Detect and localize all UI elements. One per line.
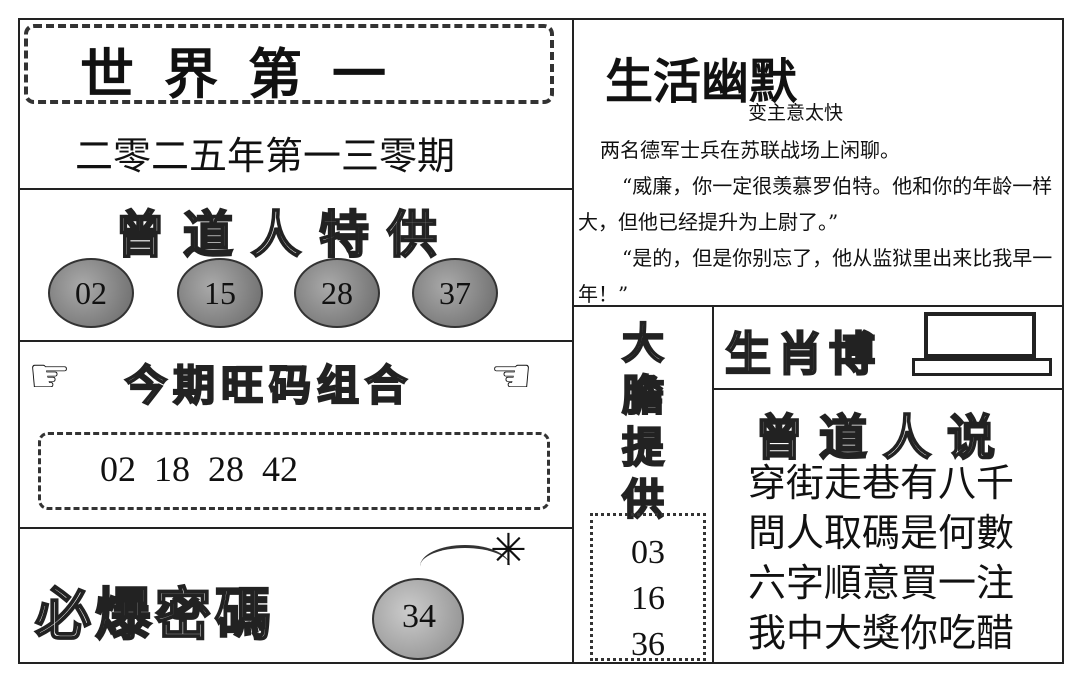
- combo-numbers: 02 18 28 42: [100, 449, 298, 489]
- humor-title: 生活幽默: [605, 54, 798, 110]
- divider: [18, 527, 574, 529]
- humor-box: [572, 18, 1064, 307]
- poem-line: 我中大獎你吃醋: [748, 611, 1015, 655]
- special-ball: 37: [412, 258, 498, 328]
- bold-offer-title: 大膽提供: [621, 318, 665, 525]
- poem-line: 穿街走巷有八千: [748, 461, 1015, 505]
- humor-subtitle: 变主意太快: [748, 102, 844, 124]
- header-title-frame: [24, 24, 554, 104]
- story-paragraph: 两名德军士兵在苏联战场上闲聊。: [600, 138, 900, 162]
- special-ball: 15: [177, 258, 263, 328]
- bold-offer-frame: [590, 513, 706, 661]
- story-paragraph: “威廉，你一定很羡慕罗伯特。他和你的年龄一样大，但他已经提升为上尉了。”: [578, 174, 1053, 234]
- saying-title: 曾道人说: [754, 409, 1012, 467]
- pointing-hand-left-icon: ☞: [28, 348, 72, 404]
- zodiac-title: 生肖博: [724, 326, 881, 382]
- poem-line: 問人取碼是何數: [748, 511, 1015, 555]
- bomb-fuse: [420, 545, 510, 588]
- combo-title: 今期旺码组合: [124, 360, 414, 411]
- bold-offer-column: [572, 305, 714, 664]
- computer-icon: [912, 312, 1052, 378]
- humor-story: 两名德军士兵在苏联战场上闲聊。 “威廉，你一定很羡慕罗伯特。他和你的年龄一样大，…: [578, 132, 1058, 312]
- bold-offer-number: 03: [631, 534, 665, 571]
- divider: [712, 388, 1064, 390]
- bomb-title: 必爆密碼: [34, 582, 275, 649]
- bold-offer-number: 16: [631, 580, 665, 617]
- special-title: 曾道人特供: [114, 205, 455, 265]
- pointing-hand-right-icon: ☜: [490, 348, 534, 404]
- poem-line: 六字順意買一注: [748, 561, 1015, 605]
- combo-frame: [38, 432, 550, 510]
- issue-number: 二零二五年第一三零期: [75, 134, 456, 178]
- story-paragraph: “是的，但是你别忘了，他从监狱里出来比我早一年！”: [578, 246, 1053, 306]
- special-ball: 02: [48, 258, 134, 328]
- special-ball: 28: [294, 258, 380, 328]
- divider: [18, 340, 574, 342]
- saying-poem: 穿街走巷有八千 問人取碼是何數 六字順意買一注 我中大獎你吃醋: [748, 458, 1014, 658]
- spark-icon: ✳: [490, 525, 527, 576]
- bomb-number: 34: [402, 598, 436, 635]
- divider: [18, 188, 574, 190]
- bomb-icon: [372, 578, 464, 660]
- bold-offer-numbers: 03 16 36: [590, 530, 706, 668]
- bold-offer-number: 36: [631, 626, 665, 663]
- header-title: 世界第一: [80, 43, 416, 106]
